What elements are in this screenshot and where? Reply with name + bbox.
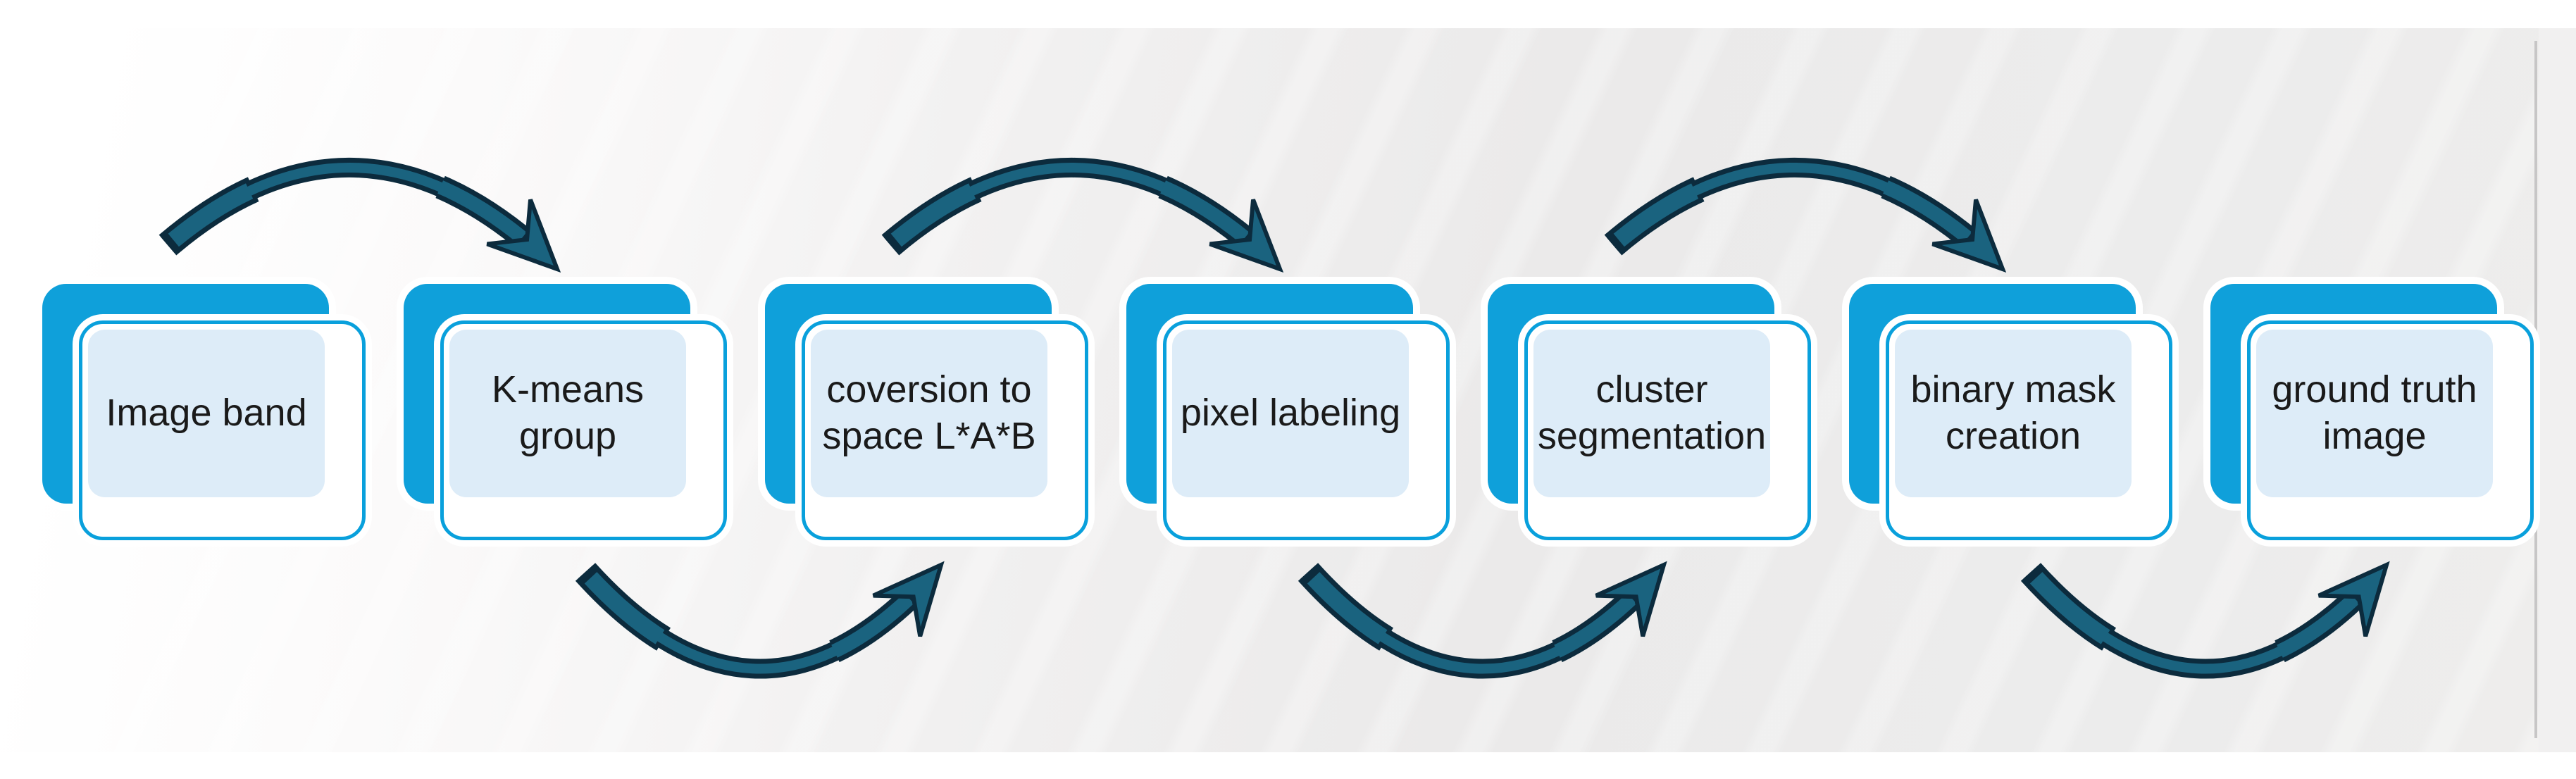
step-card: K-means group — [440, 320, 727, 540]
step-conversion-lab-space: coversion to space L*A*B — [765, 284, 1088, 540]
arrowhead-icon — [872, 561, 945, 637]
step-label-area: Image band — [88, 330, 325, 497]
arrowhead-icon — [486, 199, 561, 273]
step-card: Image band — [79, 320, 366, 540]
step-label: K-means group — [491, 368, 645, 457]
arrowhead-icon — [1209, 199, 1284, 273]
step-card: ground truth image — [2247, 320, 2534, 540]
step-label-area: K-means group — [449, 330, 686, 497]
page-edge-line — [2534, 41, 2537, 738]
step-label-area: binary mask creation — [1895, 330, 2132, 497]
step-label: cluster segmentation — [1537, 368, 1767, 457]
step-label-area: cluster segmentation — [1533, 330, 1770, 497]
arrowhead-icon — [1595, 561, 1667, 637]
curved-arrow-6-to-7-bottom — [2020, 561, 2390, 679]
step-label-area: coversion to space L*A*B — [811, 330, 1047, 497]
arrowhead-icon — [1931, 199, 2007, 273]
step-label: binary mask creation — [1910, 368, 2116, 457]
curved-arrow-2-to-3-bottom — [575, 561, 945, 679]
step-label-area: ground truth image — [2256, 330, 2493, 497]
step-pixel-labeling: pixel labeling — [1126, 284, 1450, 540]
step-label: ground truth image — [2272, 368, 2477, 457]
step-card: coversion to space L*A*B — [802, 320, 1088, 540]
step-card: binary mask creation — [1886, 320, 2172, 540]
arrowhead-icon — [2317, 561, 2390, 637]
curved-arrow-5-to-6-top — [1604, 158, 2007, 273]
step-binary-mask-creation: binary mask creation — [1849, 284, 2172, 540]
curved-arrow-1-to-2-top — [158, 158, 561, 273]
step-label-area: pixel labeling — [1172, 330, 1409, 497]
step-label: Image band — [106, 392, 307, 435]
page-right-margin — [2539, 28, 2576, 752]
step-label: coversion to space L*A*B — [822, 368, 1036, 457]
step-card: cluster segmentation — [1524, 320, 1811, 540]
step-card: pixel labeling — [1163, 320, 1450, 540]
step-ground-truth-image: ground truth image — [2210, 284, 2534, 540]
curved-arrow-4-to-5-bottom — [1298, 561, 1667, 679]
step-k-means-group: K-means group — [404, 284, 727, 540]
step-cluster-segmentation: cluster segmentation — [1488, 284, 1811, 540]
curved-arrow-3-to-4-top — [881, 158, 1284, 273]
step-image-band: Image band — [42, 284, 366, 540]
step-label: pixel labeling — [1180, 392, 1401, 435]
